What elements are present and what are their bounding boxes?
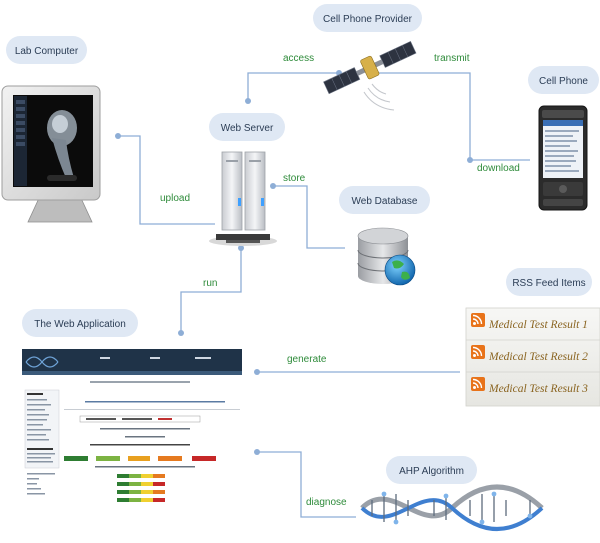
node-label-cell-phone-provider: Cell Phone Provider bbox=[323, 14, 413, 25]
edge-label-store: store bbox=[283, 173, 306, 184]
edge-label-download: download bbox=[477, 163, 520, 174]
connector-diagnose bbox=[257, 451, 356, 518]
node-label-web-server: Web Server bbox=[221, 123, 274, 134]
node-label-web-application: The Web Application bbox=[34, 319, 126, 330]
node-label-lab-computer: Lab Computer bbox=[15, 46, 79, 57]
rss-item-label: Medical Test Result 1 bbox=[488, 319, 588, 331]
node-cell-phone-provider: Cell Phone Provider bbox=[313, 4, 422, 32]
rss-feed-panel: Medical Test Result 1 Medical Test Resul… bbox=[465, 307, 600, 407]
rss-item[interactable]: Medical Test Result 1 bbox=[471, 313, 588, 331]
connector-upload bbox=[118, 135, 215, 225]
rss-item[interactable]: Medical Test Result 3 bbox=[471, 377, 588, 395]
node-web-database: Web Database bbox=[339, 186, 430, 214]
node-lab-computer: Lab Computer bbox=[6, 36, 87, 64]
rss-item-label: Medical Test Result 2 bbox=[488, 351, 588, 363]
connector-transmit bbox=[372, 72, 471, 160]
node-label-cell-phone: Cell Phone bbox=[539, 76, 588, 87]
server-tower-icon bbox=[209, 151, 277, 246]
connector-access bbox=[247, 72, 339, 101]
edge-label-access: access bbox=[283, 53, 314, 64]
connectors bbox=[118, 72, 530, 518]
node-label-rss-feed-items: RSS Feed Items bbox=[512, 278, 585, 289]
web-application-screenshot bbox=[22, 349, 242, 524]
rss-icon bbox=[471, 377, 485, 391]
node-web-application: The Web Application bbox=[22, 309, 138, 337]
edge-label-run: run bbox=[203, 278, 217, 289]
satellite-icon bbox=[323, 40, 417, 111]
rss-icon bbox=[471, 345, 485, 359]
node-cell-phone: Cell Phone bbox=[528, 66, 599, 94]
rss-icon bbox=[471, 313, 485, 327]
dna-helix-icon bbox=[360, 484, 544, 531]
edge-label-transmit: transmit bbox=[434, 53, 470, 64]
edge-label-diagnose: diagnose bbox=[306, 497, 347, 508]
smartphone-icon bbox=[538, 105, 588, 211]
rss-item-label: Medical Test Result 3 bbox=[488, 383, 588, 395]
connector-store bbox=[273, 185, 345, 249]
node-web-server: Web Server bbox=[209, 113, 285, 141]
database-globe-icon bbox=[357, 227, 416, 286]
node-rss-feed-items: RSS Feed Items bbox=[506, 268, 592, 296]
edge-label-upload: upload bbox=[160, 193, 190, 204]
node-label-ahp-algorithm: AHP Algorithm bbox=[399, 466, 464, 477]
edge-label-generate: generate bbox=[287, 354, 327, 365]
node-ahp-algorithm: AHP Algorithm bbox=[386, 456, 477, 484]
connector-run bbox=[180, 248, 242, 333]
monitor-xray-icon bbox=[1, 85, 101, 223]
node-label-web-database: Web Database bbox=[352, 196, 418, 207]
rss-item[interactable]: Medical Test Result 2 bbox=[471, 345, 588, 363]
